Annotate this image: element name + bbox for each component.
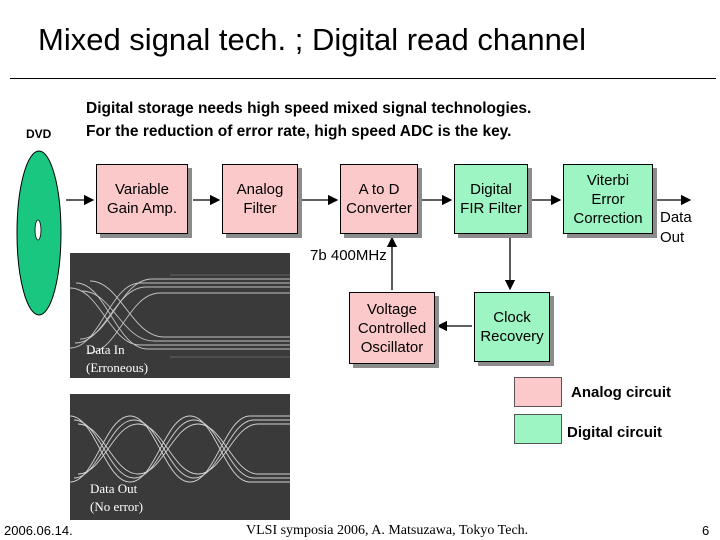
data-out-label-2: Out [660,229,685,246]
adc-label-1: A to D [358,181,400,198]
eye-output-caption: Data Out (No error) [90,480,143,516]
footer-page-number: 6 [702,523,710,538]
data-out-label: Data Out [660,208,692,248]
fir-label-1: Digital [470,181,512,198]
eye-input-caption: Data In (Erroneous) [86,341,148,377]
data-out-label-1: Data [660,209,692,226]
intro-line-2: For the reduction of error rate, high sp… [86,123,512,140]
eye-output-caption-2: (No error) [90,499,144,514]
clock-label-1: Clock [493,309,531,326]
legend-digital-label: Digital circuit [567,424,663,441]
dvd-disc-icon [16,150,62,316]
vco-label-2: Controlled [357,319,427,337]
viterbi-label-2: Error [591,190,625,208]
footer-credit: VLSI symposia 2006, A. Matsuzawa, Tokyo … [246,523,529,538]
clock-label-2: Recovery [480,328,544,345]
eye-pattern-output-icon [70,415,290,483]
legend-analog-swatch [514,377,562,407]
eye-input-caption-1: Data In [86,342,125,357]
adc-label-2: Converter [346,200,412,217]
adc-block: A to D Converter [340,164,418,234]
fir-label-2: FIR Filter [460,200,522,217]
intro-text: Digital storage needs high speed mixed s… [86,97,531,143]
vga-label-1: Variable [115,181,169,198]
eye-pattern-input-icon [70,274,290,358]
eye-diagram-input [70,253,290,378]
filter-label-2: Filter [243,200,277,217]
viterbi-label-3: Correction [573,209,643,227]
eye-input-caption-2: (Erroneous) [86,360,149,375]
filter-label-1: Analog [236,181,284,198]
viterbi-label-1: Viterbi [586,171,630,189]
eye-output-caption-1: Data Out [90,481,138,496]
footer-date: 2006.06.14. [4,523,73,538]
legend-analog-label: Analog circuit [571,384,672,401]
intro-line-1: Digital storage needs high speed mixed s… [86,100,532,117]
clock-rate-label: 7b 400MHz [310,247,387,264]
vco-label-1: Voltage [366,300,418,318]
slide-title: Mixed signal tech. ; Digital read channe… [38,22,586,57]
vga-label-2: Gain Amp. [106,200,178,217]
title-divider [10,78,716,79]
eye-diagram-output [70,394,290,520]
legend-digital-swatch [514,414,562,444]
dvd-label: DVD [26,127,52,141]
vco-label-3: Oscillator [360,338,424,356]
